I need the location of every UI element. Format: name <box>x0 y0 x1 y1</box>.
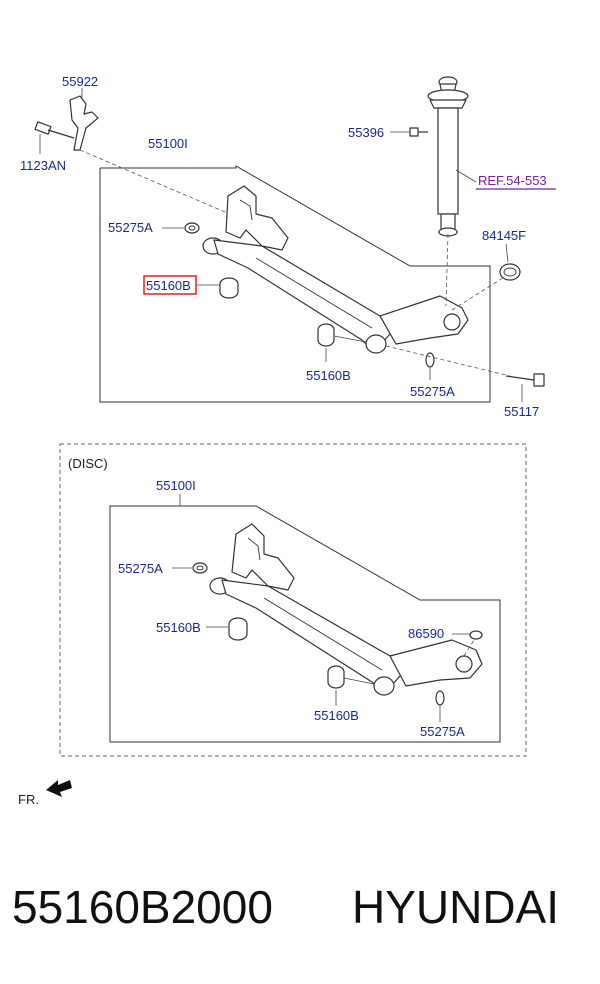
bush-right-bottom <box>327 665 375 706</box>
label-washer-left-bottom: 55275A <box>118 561 163 576</box>
label-bush-left-top: 55160B <box>146 278 191 293</box>
disc-title: (DISC) <box>68 456 108 471</box>
dash-shock-axle <box>445 233 449 307</box>
label-84145f: 84145F <box>482 228 526 243</box>
axle-beam-top <box>202 185 469 354</box>
washer-left-bottom <box>172 562 208 574</box>
washer-right-bottom <box>435 690 445 722</box>
plug-86590 <box>452 630 483 640</box>
bottom-assembly <box>109 505 501 743</box>
label-bush-right-top: 55160B <box>306 368 351 383</box>
bracket-55922 <box>69 88 99 151</box>
footer-part-number: 55160B2000 <box>12 881 273 933</box>
footer-brand: HYUNDAI <box>352 881 560 933</box>
label-ref: REF.54-553 <box>478 173 547 188</box>
label-55396: 55396 <box>348 125 384 140</box>
bolt-1123an <box>34 121 75 154</box>
label-washer-right-top: 55275A <box>410 384 455 399</box>
fr-arrow-icon <box>46 780 72 797</box>
label-axle-bottom: 55100I <box>156 478 196 493</box>
dash-bolt-right <box>385 345 511 377</box>
washer-left-top <box>162 222 200 234</box>
label-washer-left-top: 55275A <box>108 220 153 235</box>
dash-bolt-axle <box>79 149 233 216</box>
label-55117: 55117 <box>504 404 539 419</box>
bottom-frame <box>109 505 501 743</box>
top-frame <box>99 165 491 403</box>
bush-left-bottom <box>206 617 248 641</box>
bolt-55117 <box>505 373 545 402</box>
highlight-box <box>143 275 197 295</box>
label-1123an: 1123AN <box>20 158 66 173</box>
label-bush-right-bottom: 55160B <box>314 708 359 723</box>
bush-left-top <box>196 277 239 299</box>
ref-leader <box>455 169 477 183</box>
cap-84145f <box>499 243 521 281</box>
dash-axle-cap <box>451 275 507 311</box>
bush-right-top <box>317 323 367 362</box>
disc-frame <box>59 443 527 757</box>
fr-indicator: FR. <box>18 780 72 807</box>
footer: 55160B2000 HYUNDAI <box>0 870 600 950</box>
label-axle-top: 55100I <box>148 136 188 151</box>
label-plug: 86590 <box>408 626 444 641</box>
shock-absorber <box>390 76 469 237</box>
label-washer-right-bottom: 55275A <box>420 724 465 739</box>
fr-label: FR. <box>18 792 39 807</box>
axle-beam-bottom <box>209 523 483 696</box>
label-55922: 55922 <box>62 74 98 89</box>
top-assembly <box>34 76 545 403</box>
dash-plug <box>463 639 475 657</box>
label-bush-left-bottom: 55160B <box>156 620 201 635</box>
